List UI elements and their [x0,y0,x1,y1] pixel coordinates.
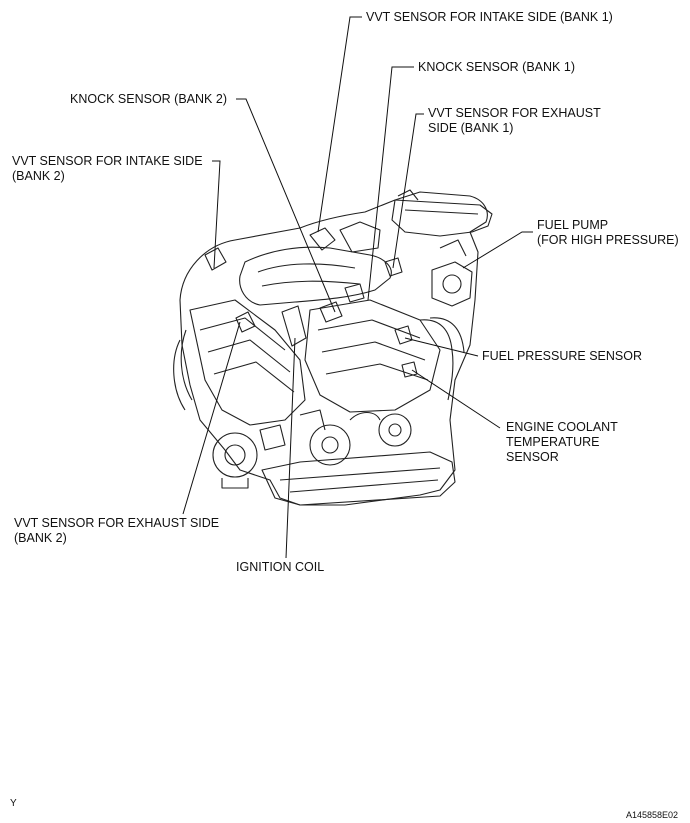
label-vvt-intake-bank1: VVT SENSOR FOR INTAKE SIDE (BANK 1) [366,10,613,24]
leader-vvt-intake-b1 [317,16,362,233]
leader-lines [182,16,533,559]
label-vvt-exhaust-bank1: VVT SENSOR FOR EXHAUST SIDE (BANK 1) [428,106,601,135]
leader-vvt-exhaust-b1 [392,113,424,269]
leader-fuel-pressure [404,337,479,357]
leader-knock-b1 [367,66,414,301]
label-fuel-pressure-sensor: FUEL PRESSURE SENSOR [482,349,642,363]
leader-coolant [411,369,501,429]
leader-vvt-intake-b2 [212,160,221,269]
leader-ignition [285,337,296,559]
engine-drawing [173,189,493,506]
label-vvt-exhaust-bank2: VVT SENSOR FOR EXHAUST SIDE (BANK 2) [14,516,220,545]
label-knock-bank1: KNOCK SENSOR (BANK 1) [418,60,575,74]
label-fuel-pump: FUEL PUMP (FOR HIGH PRESSURE) [537,218,679,247]
label-ignition-coil: IGNITION COIL [236,560,325,574]
leader-vvt-exhaust-b2 [182,321,241,515]
label-vvt-intake-bank2: VVT SENSOR FOR INTAKE SIDE (BANK 2) [12,154,203,183]
label-knock-bank2: KNOCK SENSOR (BANK 2) [70,92,227,106]
leader-knock-b2 [236,98,336,313]
label-engine-coolant-temp-sensor: ENGINE COOLANT TEMPERATURE SENSOR [506,420,618,464]
figure-code: A145858E02 [626,810,679,820]
corner-mark: Y [10,798,17,809]
leader-fuel-pump [462,231,533,269]
